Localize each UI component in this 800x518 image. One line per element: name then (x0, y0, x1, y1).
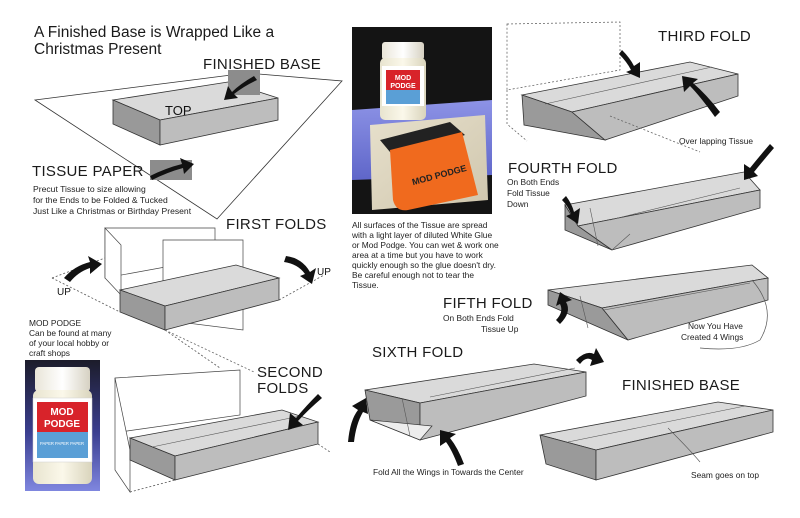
fourth-fold-arrow-icon (562, 196, 580, 224)
jar-sub-label: PAPER PAPER PAPER (40, 441, 84, 446)
jar-brand-bottom: PODGE (44, 419, 80, 430)
sixth-fold-note: Fold All the Wings in Towards the Center (373, 467, 524, 477)
fourth-fold-line2: Fold Tissue (507, 188, 550, 198)
finished-base-bottom-title: FINISHED BASE (622, 377, 741, 394)
third-fold-title: THIRD FOLD (658, 28, 751, 45)
first-folds-up-right: UP (317, 267, 331, 278)
glue-note-line6: Be careful enough not to tear the (352, 270, 474, 280)
finished-base-arrow-icon (224, 76, 257, 100)
sixth-fold-right-arrow-icon (440, 430, 464, 466)
photo-jar-brand-top: MOD (395, 75, 411, 82)
first-folds-left-arrow-icon (64, 256, 102, 282)
third-fold-top-arrow-icon (619, 50, 640, 78)
tissue-paper-line3: Just Like a Christmas or Birthday Presen… (33, 206, 192, 216)
first-folds-diagram (51, 227, 325, 369)
dotted-connectors (164, 115, 701, 373)
wings-note-line2: Created 4 Wings (681, 332, 744, 342)
jar-brand-top: MOD (50, 407, 73, 418)
mod-podge-note-line1: MOD PODGE (29, 318, 82, 328)
fourth-fold-line3: Down (507, 199, 529, 209)
glue-note-line7: Tissue. (352, 280, 379, 290)
second-folds-arrow-icon (288, 394, 322, 430)
finished-base-top-label: FINISHED BASE (203, 56, 322, 73)
fifth-fold-line1: On Both Ends Fold (443, 313, 514, 323)
tissue-paper-line2: for the Ends to be Folded & Tucked (33, 195, 168, 205)
fifth-fold-curl-arrow-icon (556, 292, 572, 324)
fourth-fold-line1: On Both Ends (507, 177, 560, 187)
glue-note-line3: or Mod Podge. You can wet & work one (352, 240, 499, 250)
first-folds-title: FIRST FOLDS (226, 216, 327, 233)
tissue-paper-title: TISSUE PAPER (32, 163, 144, 180)
mod-podge-note-line2: Can be found at many (29, 328, 112, 338)
fourth-fold-title: FOURTH FOLD (508, 160, 618, 177)
fifth-fold-line2: Tissue Up (481, 324, 519, 334)
fourth-fold-right-arrow-icon (744, 144, 774, 180)
mod-podge-note-line3: of your local hobby or (29, 338, 110, 348)
glue-note-line4: area at a time but you have to work (352, 250, 483, 260)
third-fold-overlap-arrow-icon (682, 76, 720, 117)
sixth-fold-left-arrow-icon (348, 398, 368, 442)
tissue-paper-arrow-icon (150, 158, 194, 180)
second-folds-title-line2: FOLDS (257, 380, 309, 397)
page-title-line2: Christmas Present (34, 41, 162, 58)
second-folds-diagram (114, 369, 331, 494)
top-label: TOP (165, 103, 192, 118)
photo-jar-brand-bottom: PODGE (390, 83, 416, 90)
second-folds-title-line1: SECOND (257, 364, 323, 381)
page-title-line1: A Finished Base is Wrapped Like a (34, 24, 275, 41)
sixth-fold-title: SIXTH FOLD (372, 344, 464, 361)
finished-base-bottom-diagram (539, 401, 774, 481)
third-fold-diagram (506, 21, 739, 142)
third-fold-note: Over lapping Tissue (679, 136, 754, 146)
glue-note-line2: with a light layer of diluted White Glue (352, 230, 493, 240)
sixth-fold-curl-arrow-icon (576, 348, 604, 366)
fifth-fold-diagram (547, 264, 769, 350)
wings-note-line1: Now You Have (688, 321, 743, 331)
sixth-fold-diagram (364, 363, 587, 441)
finished-base-bottom-note: Seam goes on top (691, 470, 759, 480)
tissue-paper-line1: Precut Tissue to size allowing (33, 184, 146, 194)
first-folds-right-arrow-icon (284, 256, 316, 284)
mod-podge-jar-photo (25, 360, 100, 491)
glue-note-line5: quickly enough so the glue doesn't dry. (352, 260, 496, 270)
fourth-fold-diagram (564, 171, 761, 251)
glue-application-photo (352, 27, 492, 214)
fifth-fold-title: FIFTH FOLD (443, 295, 533, 312)
mod-podge-note-line4: craft shops (29, 348, 70, 358)
glue-note-line1: All surfaces of the Tissue are spread (352, 220, 488, 230)
first-folds-up-left: UP (57, 287, 71, 298)
